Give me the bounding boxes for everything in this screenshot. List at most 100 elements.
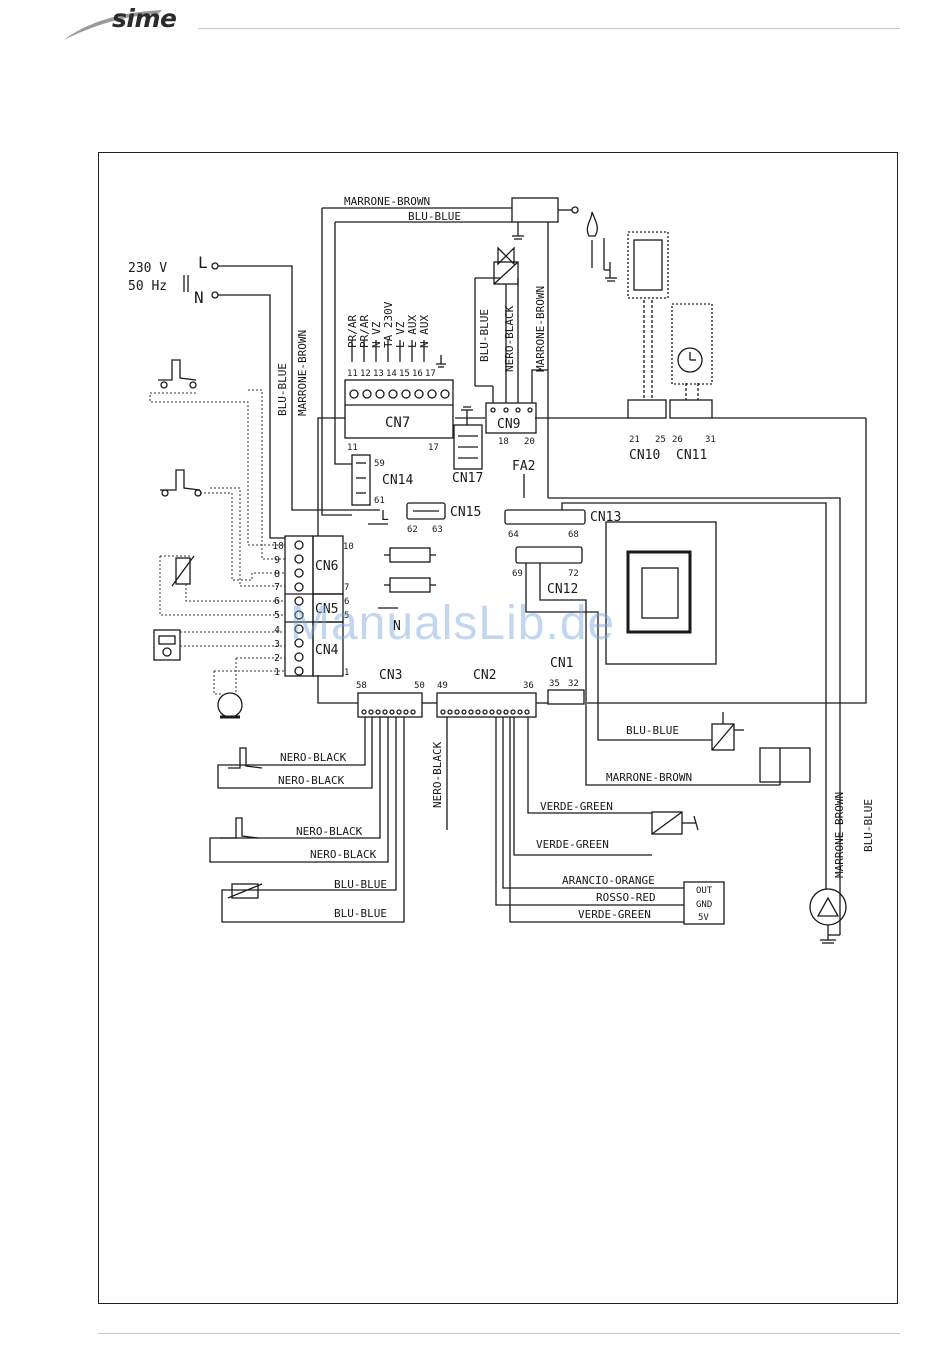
cn7-number: 15 xyxy=(399,369,410,379)
wire-label: VERDE-GREEN xyxy=(536,838,609,851)
wire-label: MARRONE-BROWN xyxy=(606,771,692,784)
pin-number: 68 xyxy=(568,530,579,540)
wire-label: BLU-BLUE xyxy=(334,878,387,891)
cn7-terminal-label: L AUX xyxy=(406,315,419,348)
terminal-number: 1 xyxy=(274,667,280,678)
cn10-label: CN10 xyxy=(629,448,660,463)
pin-number: 1 xyxy=(344,668,349,678)
wire-label: NERO-BLACK xyxy=(503,305,516,372)
cn7-terminal-label: N VZ xyxy=(370,321,383,348)
pin-number: 72 xyxy=(568,569,579,579)
cn17-label: CN17 xyxy=(452,471,483,486)
wire-label: BLU-BLUE xyxy=(626,724,679,737)
cn14-label: CN14 xyxy=(382,473,413,488)
cn1-label: CN1 xyxy=(550,656,573,671)
wire-label: BLU-BLUE xyxy=(408,210,461,223)
pin-number: 31 xyxy=(705,435,716,445)
pin-number: 35 xyxy=(549,679,560,689)
wire-label: BLU-BLUE xyxy=(334,907,387,920)
wire-label: NERO-BLACK xyxy=(310,848,377,861)
cn7-terminal-label: L VZ xyxy=(394,321,407,348)
cn6-label: CN6 xyxy=(315,559,338,574)
pin-number: 6 xyxy=(344,597,349,607)
power-neutral: N xyxy=(194,288,204,307)
terminal-number: 7 xyxy=(274,582,280,593)
cn2-label: CN2 xyxy=(473,668,496,683)
cn13-label: CN13 xyxy=(590,510,621,525)
n-bar-label: N xyxy=(393,619,401,634)
wire-label: NERO-BLACK xyxy=(278,774,345,787)
pin-number: 21 xyxy=(629,435,640,445)
wire-label: ROSSO-RED xyxy=(596,891,656,904)
cn9-label: CN9 xyxy=(497,417,520,432)
pin-number: 50 xyxy=(414,681,425,691)
cn5-label: CN5 xyxy=(315,602,338,617)
cn7-number: 16 xyxy=(412,369,423,379)
sime-logo-swoosh xyxy=(64,10,162,40)
cn7-number: 13 xyxy=(373,369,384,379)
wire-label: VERDE-GREEN xyxy=(540,800,613,813)
cn7-number: 12 xyxy=(360,369,371,379)
pin-number: 36 xyxy=(523,681,534,691)
wire-label: MARRONE-BROWN xyxy=(534,286,547,372)
l-bar-label: L xyxy=(381,509,389,524)
cn15-label: CN15 xyxy=(450,505,481,520)
power-frequency: 50 Hz xyxy=(128,279,167,294)
terminal-number: 6 xyxy=(274,596,280,607)
pin-number: 18 xyxy=(498,437,509,447)
header-rule xyxy=(198,28,900,29)
pin-number: 49 xyxy=(437,681,448,691)
wire-label: NERO-BLACK xyxy=(431,741,444,808)
wire-label: BLU-BLUE xyxy=(862,799,875,852)
wire-label: MARRONE-BROWN xyxy=(296,330,309,416)
terminal-number: 2 xyxy=(274,653,280,664)
pin-number: 63 xyxy=(432,525,443,535)
sensor-gnd: GND xyxy=(696,900,712,910)
footer-rule xyxy=(98,1333,900,1334)
pin-number: 64 xyxy=(508,530,519,540)
pin-number: 61 xyxy=(374,496,385,506)
wire-label: MARRONE-BROWN xyxy=(344,195,430,208)
cn4-label: CN4 xyxy=(315,643,339,658)
terminal-number: 4 xyxy=(274,625,280,636)
wire-label: BLU-BLUE xyxy=(276,363,289,416)
cn7-terminal-label: N AUX xyxy=(418,315,431,348)
wire-label: NERO-BLACK xyxy=(296,825,363,838)
diagram-frame xyxy=(98,152,898,1304)
cn12-label: CN12 xyxy=(547,582,578,597)
cn7-terminal-label: PR/AR xyxy=(346,315,359,348)
wire-label: ARANCIO-ORANGE xyxy=(562,874,655,887)
pin-number: 25 xyxy=(655,435,666,445)
cn7-number: 17 xyxy=(425,369,436,379)
pin-number: 11 xyxy=(347,443,358,453)
wire-label: VERDE-GREEN xyxy=(578,908,651,921)
fa2-label: FA2 xyxy=(512,459,535,474)
cn7-terminal-label: TA 230V xyxy=(382,301,395,348)
terminal-number: 8 xyxy=(274,569,280,580)
pin-number: 5 xyxy=(344,611,349,621)
wire-label: NERO-BLACK xyxy=(280,751,347,764)
pin-number: 26 xyxy=(672,435,683,445)
wire-label: MARRONE-BROWN xyxy=(833,792,846,878)
sime-logo: sime xyxy=(112,4,177,33)
terminal-number: 3 xyxy=(274,639,280,650)
pin-number: 20 xyxy=(524,437,535,447)
pin-number: 17 xyxy=(428,443,439,453)
pin-number: 10 xyxy=(343,542,354,552)
terminal-number: 9 xyxy=(274,555,280,566)
cn7-label: CN7 xyxy=(385,415,410,431)
wire-label: BLU-BLUE xyxy=(478,309,491,362)
pin-number: 62 xyxy=(407,525,418,535)
cn11-label: CN11 xyxy=(676,448,707,463)
pin-number: 58 xyxy=(356,681,367,691)
pin-number: 69 xyxy=(512,569,523,579)
cn7-number: 11 xyxy=(347,369,358,379)
power-voltage: 230 V xyxy=(128,261,167,276)
watermark: ManualsLib.de xyxy=(290,597,616,650)
pin-number: 7 xyxy=(344,583,349,593)
power-line: L xyxy=(198,253,208,272)
pin-number: 59 xyxy=(374,459,385,469)
sensor-out: OUT xyxy=(696,886,713,896)
terminal-number: 5 xyxy=(274,610,280,621)
